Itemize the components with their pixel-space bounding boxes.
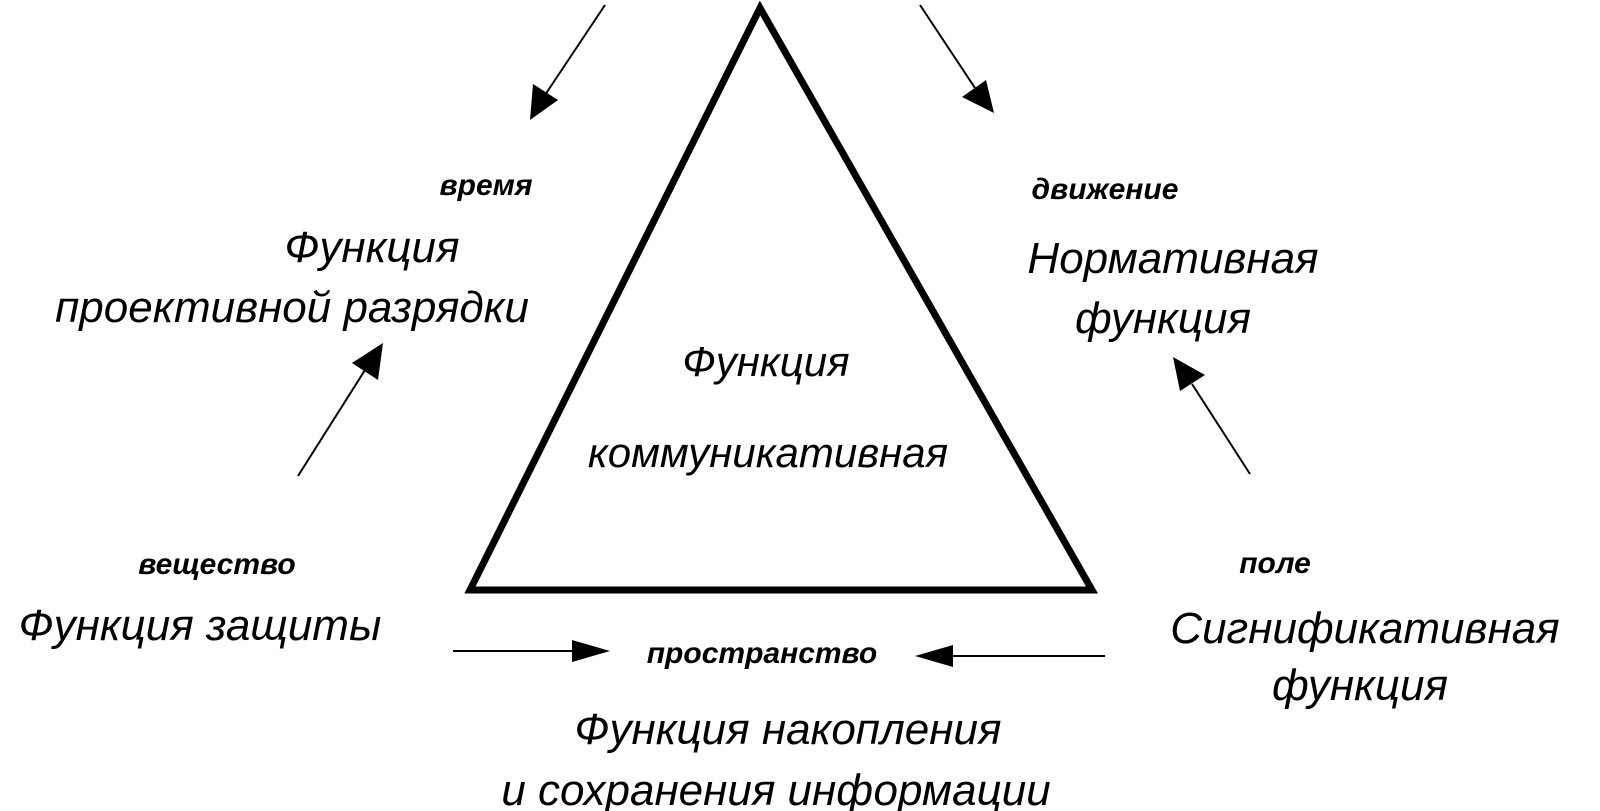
category-field: поле [1239, 547, 1311, 580]
center-function-line1: Функция [682, 338, 849, 385]
top-left-function-line2: проективной разрядки [55, 283, 529, 332]
category-space: пространство [647, 637, 878, 670]
category-motion: движение [1032, 173, 1179, 206]
arrow-top-left [530, 4, 606, 120]
arrow-right-up [1173, 357, 1251, 475]
bottom-center-function-line2: и сохранения информации [501, 766, 1050, 811]
arrow-top-right [919, 4, 994, 113]
bottom-right-function-line2: функция [1272, 661, 1448, 710]
central-triangle [464, 0, 1099, 594]
arrow-left-up [297, 343, 383, 477]
bottom-right-function-line1: Сигнификативная [1170, 604, 1559, 653]
top-left-function-line1: Функция [284, 223, 459, 272]
bottom-left-function-line1: Функция защиты [19, 601, 382, 650]
category-substance: вещество [138, 548, 295, 581]
bottom-center-function-line1: Функция накопления [575, 705, 1002, 754]
top-right-function-line2: функция [1075, 294, 1251, 343]
center-function-line2: коммуникативная [588, 429, 948, 476]
top-right-function-line1: Нормативная [1027, 234, 1318, 283]
category-time: время [440, 169, 533, 202]
arrow-bottom-right [915, 645, 1105, 667]
arrow-bottom-left [453, 640, 610, 662]
